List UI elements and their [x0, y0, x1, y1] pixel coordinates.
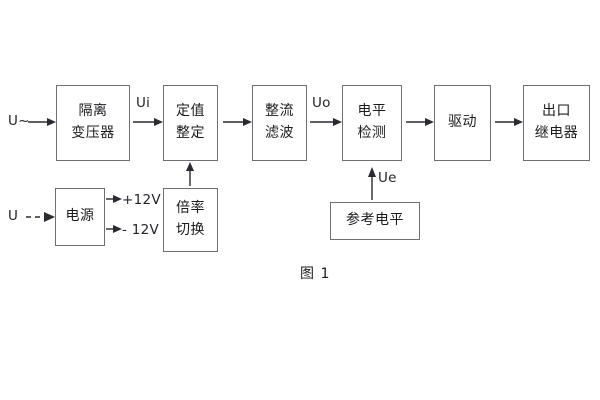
block-multiplier-switch-line-1: 倍率: [176, 200, 205, 217]
arrow-input-dc-head: [44, 212, 55, 222]
block-rectifier-filter-line-1: 整流: [265, 103, 294, 120]
block-rectifier-filter: 整流 滤波: [252, 85, 307, 161]
block-setting-value-line-1: 定值: [176, 103, 205, 120]
block-reference-level: 参考电平: [330, 202, 420, 240]
block-setting-value-line-2: 整定: [176, 125, 205, 141]
arrow-input-ac-head: [47, 118, 56, 126]
arrow-setting-to-rectifier-head: [243, 118, 252, 126]
block-reference-level-line-1: 参考电平: [346, 212, 404, 229]
block-output-relay-line-2: 继电器: [534, 125, 579, 141]
block-level-detection-line-1: 电平: [357, 103, 387, 120]
label-input-dc: U: [8, 208, 19, 224]
block-drive-line-1: 驱动: [448, 114, 477, 131]
arrow-ue-head: [368, 167, 376, 177]
arrow-drive-to-relay-head: [514, 118, 523, 126]
block-multiplier-switch-line-2: 切换: [176, 222, 205, 238]
label-rail-positive: +12V: [122, 192, 161, 208]
label-rail-negative: - 12V: [122, 222, 160, 238]
block-isolation-transformer-line-1: 隔离: [78, 103, 108, 120]
block-isolation-transformer: 隔离 变压器: [56, 85, 130, 161]
block-rectifier-filter-line-2: 滤波: [265, 125, 294, 141]
block-level-detection: 电平 检测: [342, 85, 402, 161]
block-setting-value: 定值 整定: [163, 85, 218, 161]
label-input-ac: U~: [8, 113, 30, 129]
arrow-ui-head: [154, 118, 163, 126]
arrow-rail-negative-head: [113, 225, 122, 233]
arrow-multiplier-up-head: [186, 162, 194, 171]
block-level-detection-line-2: 检测: [357, 125, 387, 141]
label-ui: Ui: [136, 95, 151, 111]
arrow-uo-head: [333, 118, 342, 126]
block-output-relay-line-1: 出口: [542, 103, 571, 120]
figure-caption: 图 1: [300, 266, 331, 282]
arrow-rail-positive-head: [113, 195, 122, 203]
block-isolation-transformer-line-2: 变压器: [71, 125, 115, 141]
block-power-supply: 电源: [55, 188, 105, 246]
block-drive: 驱动: [434, 85, 491, 161]
block-output-relay: 出口 继电器: [523, 85, 590, 161]
block-multiplier-switch: 倍率 切换: [163, 188, 218, 252]
block-power-supply-line-1: 电源: [65, 208, 95, 225]
label-ue: Ue: [378, 170, 397, 186]
label-uo: Uo: [312, 95, 331, 111]
arrow-level-to-drive-head: [425, 118, 434, 126]
